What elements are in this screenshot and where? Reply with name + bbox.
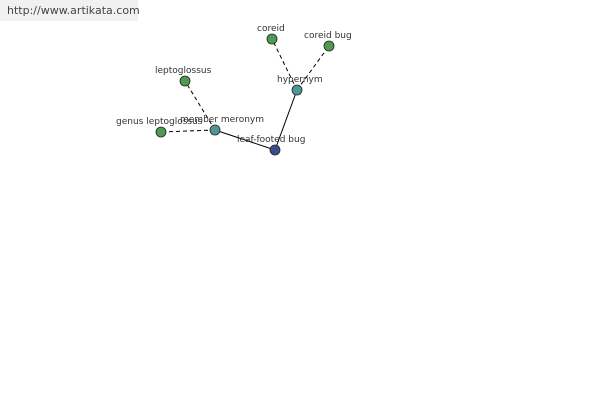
node-dot-genus-leptoglossus[interactable] [155, 126, 167, 138]
node-genus-leptoglossus[interactable]: genus leptoglossus [116, 117, 203, 138]
graph-edges [160, 38, 330, 151]
node-coreid-bug[interactable]: coreid bug [304, 31, 352, 52]
node-member-meronym[interactable]: member meronym [180, 115, 264, 136]
node-hypernym[interactable]: hypernym [277, 75, 323, 96]
node-dot-member-meronym[interactable] [209, 124, 221, 136]
node-coreid[interactable]: coreid [257, 24, 285, 45]
node-leptoglossus[interactable]: leptoglossus [155, 66, 212, 87]
node-leaf-footed-bug[interactable]: leaf-footed bug [237, 135, 305, 156]
graph-nodes: leaf-footed bug hypernym member meronym cor… [116, 24, 352, 156]
edge-hypernym-to-coreid [271, 38, 298, 91]
node-label-member-meronym[interactable]: member meronym [180, 115, 264, 125]
site-url-text[interactable]: http://www.artikata.com [7, 4, 140, 17]
node-dot-coreid-bug[interactable] [323, 40, 335, 52]
node-label-leptoglossus[interactable]: leptoglossus [155, 66, 212, 76]
edge-member-meronym-to-leptoglossus [184, 80, 216, 131]
node-label-genus-leptoglossus[interactable]: genus leptoglossus [116, 117, 203, 127]
url-banner: http://www.artikata.com [0, 0, 140, 21]
edge-leaf-footed-bug-to-member-meronym [214, 129, 276, 151]
node-label-coreid-bug[interactable]: coreid bug [304, 31, 352, 41]
node-label-coreid[interactable]: coreid [257, 24, 285, 34]
edge-hypernym-to-coreid-bug [296, 45, 330, 91]
node-label-leaf-footed-bug[interactable]: leaf-footed bug [237, 135, 305, 145]
node-dot-leptoglossus[interactable] [179, 75, 191, 87]
node-dot-leaf-footed-bug[interactable] [269, 144, 281, 156]
node-dot-coreid[interactable] [266, 33, 278, 45]
edge-member-meronym-to-genus-leptoglossus [160, 129, 216, 133]
node-label-hypernym[interactable]: hypernym [277, 75, 323, 85]
edge-leaf-footed-bug-to-hypernym [274, 89, 298, 151]
node-dot-hypernym[interactable] [291, 84, 303, 96]
